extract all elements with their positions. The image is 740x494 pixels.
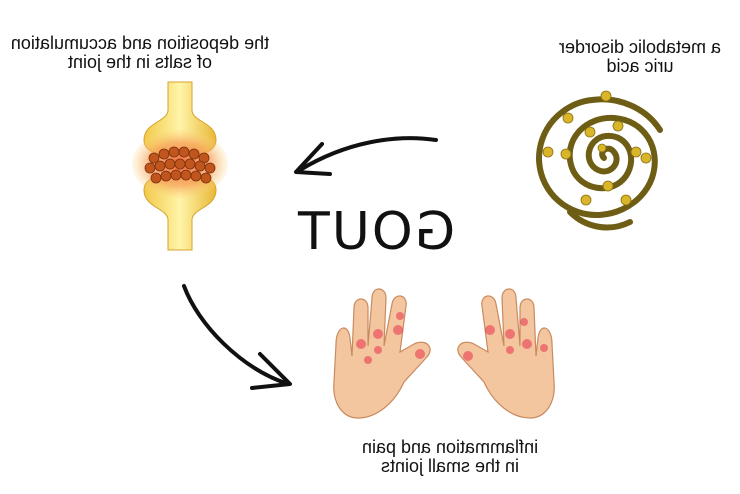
hands-icon (333, 288, 555, 419)
caption-metabolic-line2: uric acid (606, 56, 674, 76)
caption-inflammation-line2: in the small joints (380, 456, 520, 476)
caption-deposition-line1: the deposition and accumulation (10, 33, 270, 53)
uric-acid-spiral-icon (536, 90, 663, 231)
arrow-icon (294, 136, 438, 176)
inflamed-joints (356, 312, 548, 364)
caption-inflammation: inflammation and pain in the small joint… (330, 437, 570, 476)
caption-metabolic: a metabolic disorder uric acid (540, 37, 740, 76)
arrow-icon (182, 284, 292, 390)
caption-deposition: the deposition and accumulation of salts… (0, 33, 280, 72)
crystal-cluster (144, 146, 216, 184)
caption-deposition-line2: of salts in the joint (67, 52, 213, 72)
uric-acid-crystals (542, 90, 652, 206)
joint-icon (132, 81, 228, 251)
caption-metabolic-line1: a metabolic disorder (558, 37, 722, 57)
title: GOUT (296, 202, 456, 262)
caption-inflammation-line1: inflammation and pain (361, 437, 539, 457)
